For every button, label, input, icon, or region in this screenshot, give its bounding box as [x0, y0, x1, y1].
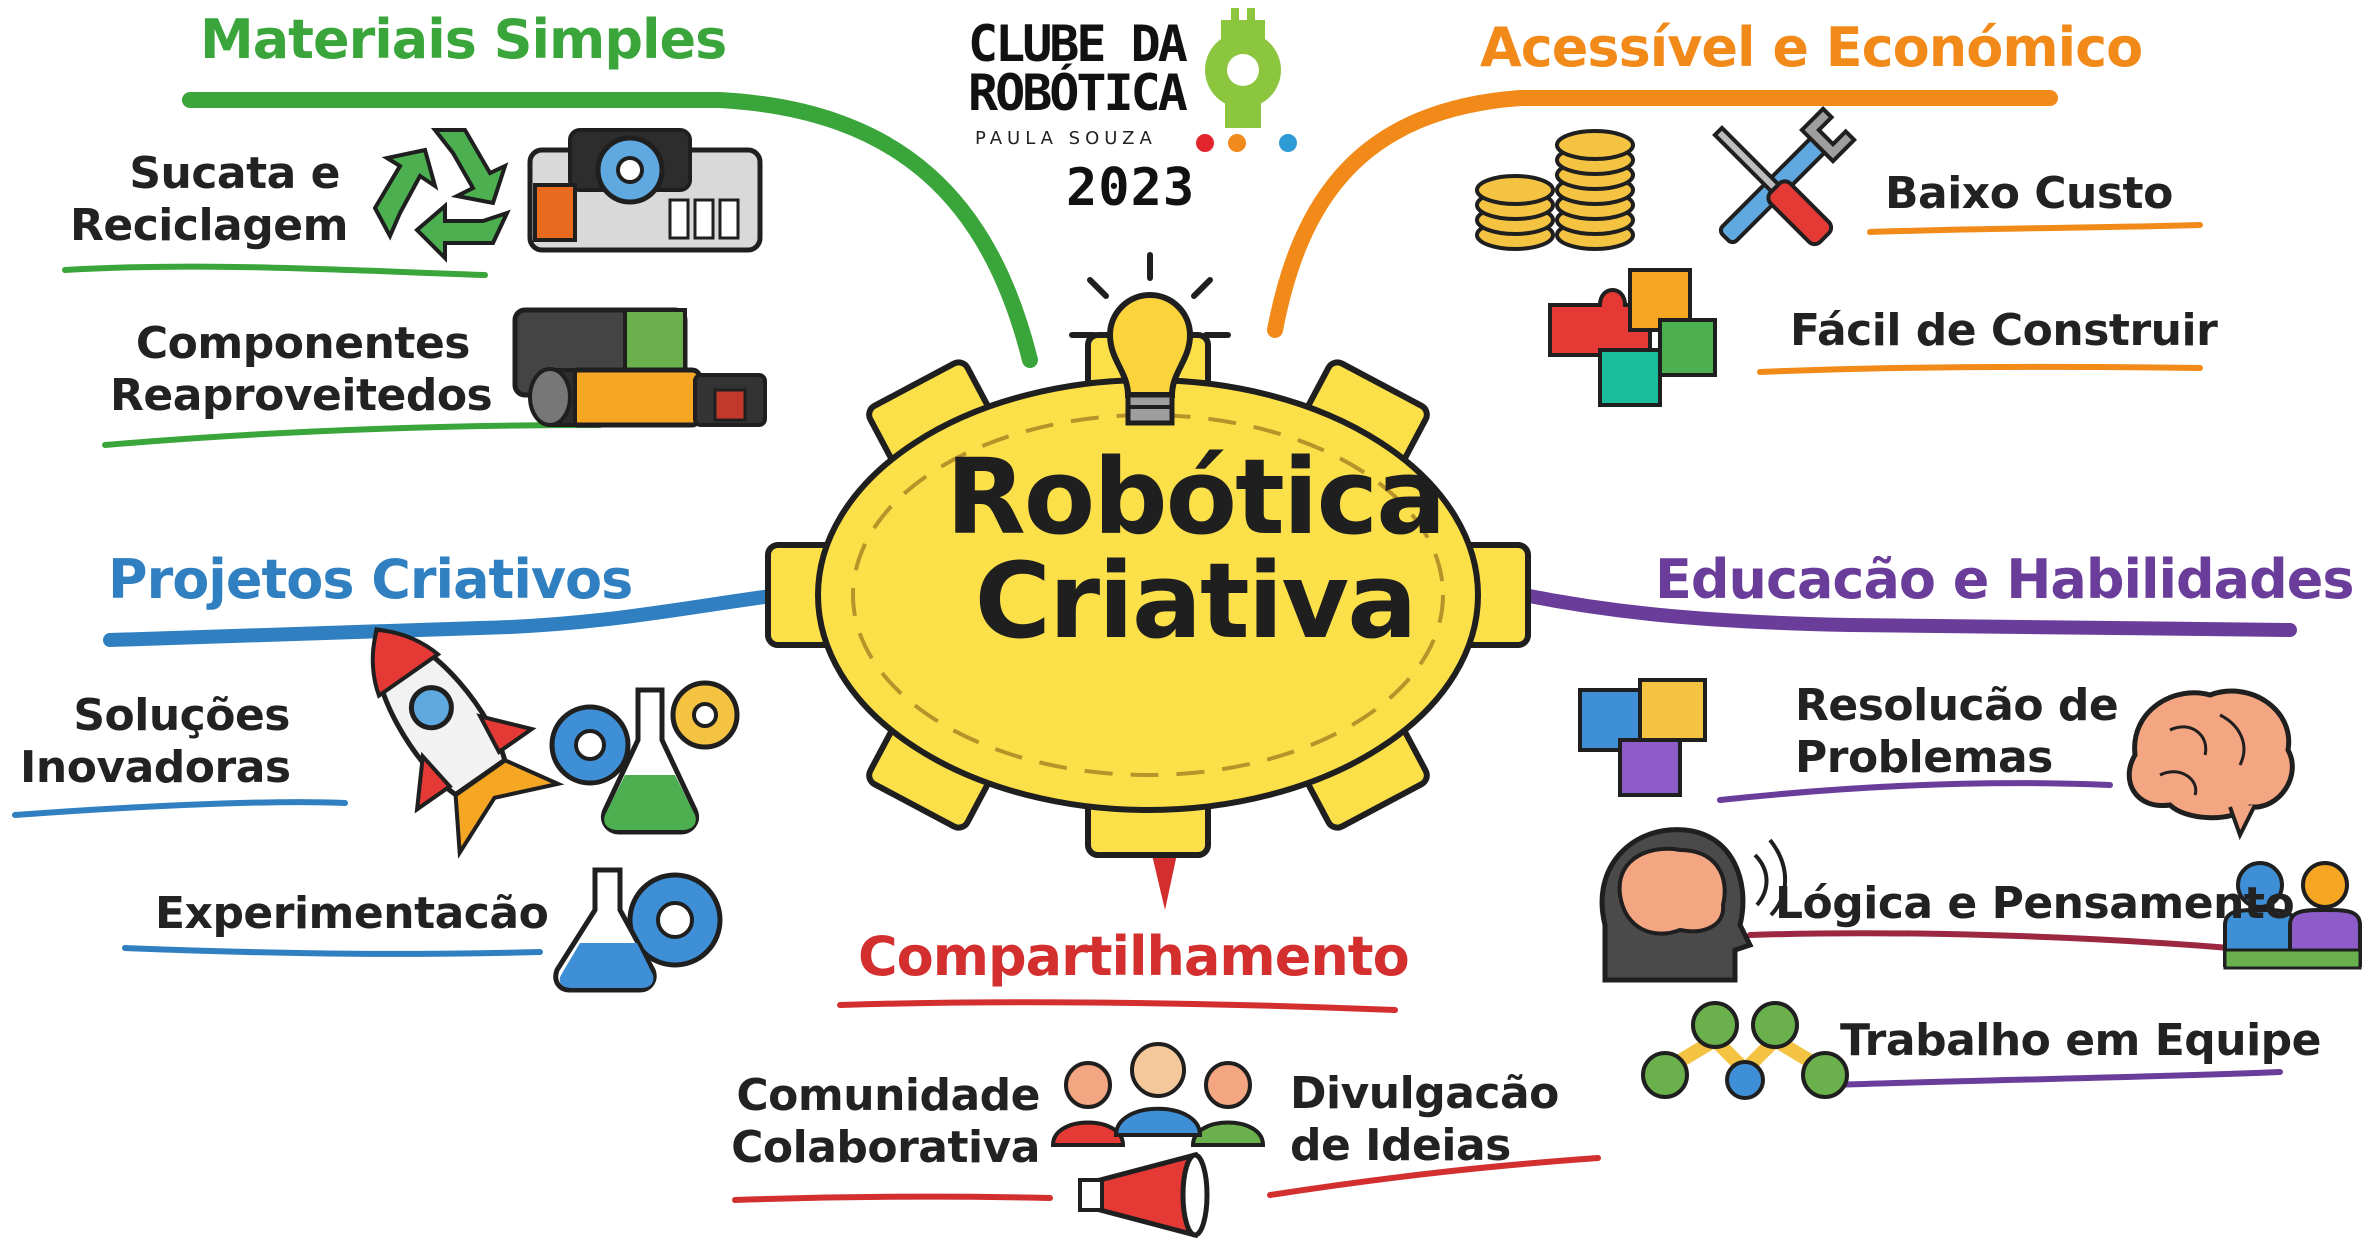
leaf-line: Resolucão de	[1795, 680, 2119, 731]
head-brain-icon	[1599, 827, 1788, 983]
leaf-line: de Ideias	[1290, 1119, 1511, 1171]
logo-title: CLUBE DA ROBÓTICA	[968, 15, 1188, 122]
battery-motor-icon	[512, 307, 767, 428]
brain-icon	[2126, 688, 2295, 841]
scrap-parts-icon	[527, 128, 763, 253]
connector-materiais	[182, 92, 1038, 368]
underline-projetos-1	[12, 799, 348, 818]
underline-acessivel-2	[1757, 363, 2203, 375]
leaf-line: Divulgacão	[1290, 1068, 1559, 1119]
puzzle-icon	[1578, 678, 1707, 797]
logo-dots	[1196, 134, 1297, 152]
team-network-icon	[1641, 1001, 1849, 1100]
leaf-line: Soluções	[73, 690, 290, 741]
logo-subtitle: PAULA SOUZA	[975, 128, 1157, 149]
leaf-line: Componentes	[135, 318, 471, 369]
connector-educacao	[1493, 583, 2297, 637]
leaf-experimentacao: Experimentacão	[155, 888, 549, 940]
logo-year: 2023	[1066, 158, 1196, 218]
underline-educacao-1	[1717, 780, 2113, 803]
lightbulb-icon	[1069, 252, 1231, 426]
leaf-line: Experimentacão	[155, 888, 549, 939]
branch-title-acessivel: Acessível e Económico	[1480, 16, 2143, 79]
leaf-line: Lógica e Pensamento	[1775, 878, 2295, 929]
leaf-comunidade-colaborativa: Comunidade Colaborativa	[720, 1070, 1040, 1174]
tools-icon	[1712, 105, 1858, 247]
logo-title-line1: CLUBE DA	[968, 15, 1188, 73]
leaf-componentes-reaproveitados: Componentes Reaproveitedos	[110, 318, 493, 422]
underline-materiais-2	[102, 422, 603, 448]
underline-compartilhamento-title	[837, 999, 1398, 1013]
leaf-solucoes-inovadoras: Soluções Inovadoras	[20, 690, 291, 794]
underline-compartilhamento-2	[1267, 1155, 1601, 1198]
flask-gear-icon	[553, 867, 723, 993]
logo-title-line2: ROBÓTICA	[968, 64, 1188, 122]
leaf-resolucao-de-problemas: Resolucão de Problemas	[1795, 680, 2119, 784]
underline-acessivel-1	[1867, 222, 2203, 235]
leaf-divulgacao-de-ideias: Divulgacão de Ideias	[1290, 1068, 1559, 1172]
leaf-line: Reaproveitedos	[110, 369, 493, 421]
flask-gears-icon	[549, 680, 740, 835]
recycle-icon	[372, 128, 511, 263]
center-title-line1: Robótica	[945, 436, 1447, 558]
rocket-icon	[370, 627, 565, 859]
leaf-line: Baixo Custo	[1885, 168, 2173, 219]
branch-title-projetos: Projetos Criativos	[108, 548, 633, 611]
branch-title-compartilhamento: Compartilhamento	[858, 925, 1410, 988]
leaf-baixo-custo: Baixo Custo	[1885, 168, 2173, 220]
puzzle-icon	[1548, 268, 1717, 407]
center-title: Robótica Criativa	[880, 445, 1510, 653]
leaf-line: Problemas	[1795, 731, 2053, 783]
logo-mark-icon	[1205, 8, 1281, 128]
branch-title-educacao: Educacão e Habilidades	[1655, 548, 2355, 611]
center-title-line2: Criativa	[974, 540, 1418, 662]
connector-acessivel	[1267, 90, 2058, 338]
underline-materiais-1	[62, 263, 488, 278]
leaf-logica-e-pensamento: Lógica e Pensamento	[1775, 878, 2295, 930]
leaf-sucata-reciclagem: Sucata e Reciclagem	[70, 148, 348, 252]
underline-educacao-2	[1747, 930, 2233, 951]
people-group-icon	[1050, 1042, 1266, 1147]
coins-icon	[1475, 129, 1635, 251]
branch-title-materiais: Materiais Simples	[200, 8, 727, 71]
underline-educacao-3	[1827, 1069, 2283, 1088]
leaf-line: Reciclagem	[70, 199, 348, 251]
leaf-line: Fácil de Construir	[1790, 305, 2218, 356]
leaf-trabalho-em-equipe: Trabalho em Equipe	[1840, 1015, 2322, 1067]
leaf-line: Sucata e	[129, 148, 340, 199]
megaphone-icon	[1078, 1151, 1210, 1239]
underline-projetos-2	[122, 945, 543, 957]
underline-compartilhamento-1	[732, 1193, 1053, 1203]
people-icon	[2223, 861, 2362, 970]
leaf-line: Trabalho em Equipe	[1840, 1015, 2322, 1066]
leaf-line: Colaborativa	[731, 1121, 1040, 1173]
leaf-line: Comunidade	[736, 1070, 1040, 1121]
leaf-line: Inovadoras	[20, 741, 291, 793]
leaf-facil-de-construir: Fácil de Construir	[1790, 305, 2218, 357]
